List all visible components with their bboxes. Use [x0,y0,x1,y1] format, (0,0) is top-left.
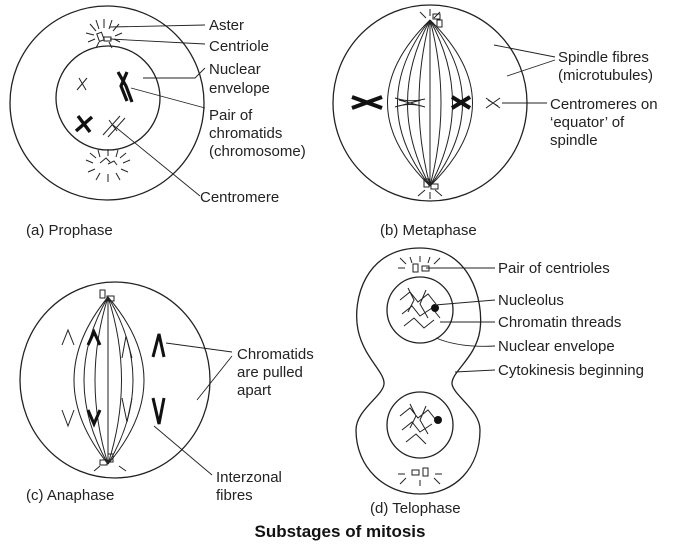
prophase-panel: Aster Centriole Nuclear envelope Pair of… [10,6,306,239]
label-nuclear-envelope: Nuclear envelope [498,338,615,355]
chromosome-meta-2 [395,98,425,107]
prophase-aster-top [86,19,122,48]
prophase-nucleus [56,46,160,150]
label-pair-of-chromatids-1: Pair of [209,107,253,124]
caption-prophase: (a) Prophase [26,222,113,239]
telophase-aster-top [398,256,442,268]
metaphase-chromosomes [352,97,500,108]
label-centriole: Centriole [209,38,269,55]
telophase-panel: Pair of centrioles Nucleolus Chromatin t… [356,248,644,517]
prophase-cell-membrane [10,6,204,200]
anaphase-leaders [154,343,232,475]
prophase-chromosomes [76,72,132,137]
chromosome-meta-3 [452,97,470,108]
anaphase-spindle-fibres [74,297,144,464]
label-centromeres-1: Centromeres on [550,96,658,113]
label-nucleolus: Nucleolus [498,292,564,309]
label-cytokinesis-beginning: Cytokinesis beginning [498,362,644,379]
label-centromeres-3: spindle [550,132,598,149]
label-pair-of-chromatids-2: chromatids [209,125,282,142]
caption-telophase: (d) Telophase [370,500,461,517]
label-centromere: Centromere [200,189,279,206]
label-spindle-fibres-2: (microtubules) [558,67,653,84]
label-chromatids-pulled-2: are pulled [237,364,303,381]
metaphase-panel: Spindle fibres (microtubules) Centromere… [333,5,658,239]
telophase-centrioles-bottom [412,468,428,476]
label-pair-of-centrioles: Pair of centrioles [498,260,610,277]
chromosome-meta-1 [352,97,382,108]
chromosome-dark-2 [76,116,92,132]
chromosome-dark-1 [118,72,132,102]
prophase-centriole-bottom [100,158,117,165]
chromosome-open-1 [77,78,87,90]
label-nuclear-envelope-1: Nuclear [209,61,261,78]
caption-anaphase: (c) Anaphase [26,487,114,504]
prophase-centriole-top [97,32,111,41]
telophase-chromatin-bottom [400,404,436,444]
metaphase-leaders [494,45,555,103]
label-chromatids-pulled-3: apart [237,382,272,399]
anaphase-centriole-top [100,290,114,301]
label-interzonal-2: fibres [216,487,253,504]
anaphase-chromatids-bottom [62,398,164,426]
telophase-aster-bottom [398,474,442,486]
figure-title: Substages of mitosis [255,522,426,541]
anaphase-cell-membrane [20,282,210,478]
label-interzonal-1: Interzonal [216,469,282,486]
telophase-nucleus-top [387,277,453,343]
prophase-aster-bottom [86,149,130,182]
label-pair-of-chromatids-3: (chromosome) [209,143,306,160]
label-chromatin-threads: Chromatin threads [498,314,621,331]
telophase-leaders [426,268,495,372]
label-centromeres-2: ‘equator’ of [550,114,625,131]
label-nuclear-envelope-2: envelope [209,80,270,97]
chromosome-meta-4 [486,98,500,108]
telophase-nucleolus-bottom [434,416,442,424]
label-spindle-fibres-1: Spindle fibres [558,49,649,66]
chromosome-open-2 [103,116,125,137]
anaphase-panel: Chromatids are pulled apart Interzonal f… [20,282,314,504]
telophase-cell-membrane [356,248,481,494]
telophase-nucleus-bottom [387,392,453,458]
label-chromatids-pulled-1: Chromatids [237,346,314,363]
label-aster: Aster [209,17,244,34]
caption-metaphase: (b) Metaphase [380,222,477,239]
metaphase-aster-bottom [418,190,442,199]
